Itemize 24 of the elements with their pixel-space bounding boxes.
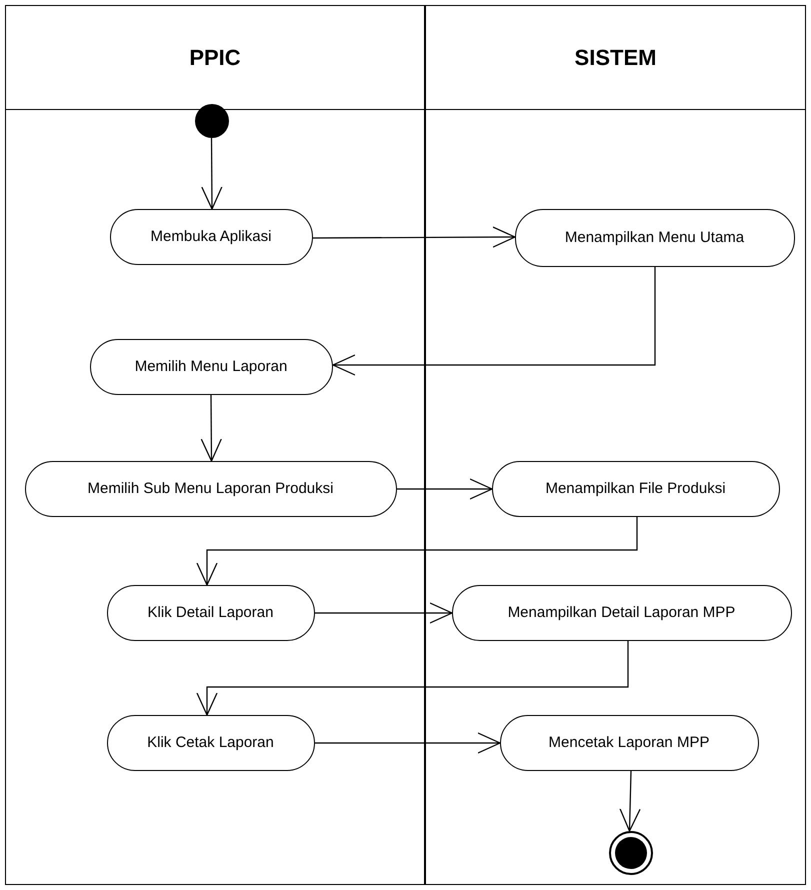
control-flow-arrow — [313, 226, 516, 248]
activity-node: Menampilkan Detail Laporan MPP — [452, 584, 792, 640]
activity-node: Membuka Aplikasi — [110, 208, 312, 264]
activity-node: Menampilkan Menu Utama — [514, 208, 794, 266]
activity-node: Klik Detail Laporan — [106, 584, 314, 640]
control-flow-arrow — [619, 770, 641, 832]
initial-node — [194, 104, 228, 138]
activity-node: Menampilkan File Produksi — [492, 460, 780, 516]
control-flow-arrow — [315, 602, 453, 624]
activity-node: Memilih Sub Menu Laporan Produksi — [24, 460, 396, 516]
final-node — [608, 830, 652, 874]
control-flow-arrow — [332, 267, 656, 376]
lane-header: SISTEM — [426, 6, 805, 110]
activity-node: Mencetak Laporan MPP — [500, 714, 758, 770]
activity-node: Klik Cetak Laporan — [106, 714, 314, 770]
control-flow-arrow — [201, 138, 222, 210]
control-flow-arrow — [196, 641, 629, 716]
control-flow-arrow — [196, 517, 638, 586]
swimlane — [425, 5, 806, 885]
control-flow-arrow — [397, 478, 493, 500]
control-flow-arrow — [315, 732, 501, 754]
swimlane — [5, 5, 425, 885]
activity-node: Memilih Menu Laporan — [90, 338, 332, 394]
control-flow-arrow — [200, 395, 222, 462]
